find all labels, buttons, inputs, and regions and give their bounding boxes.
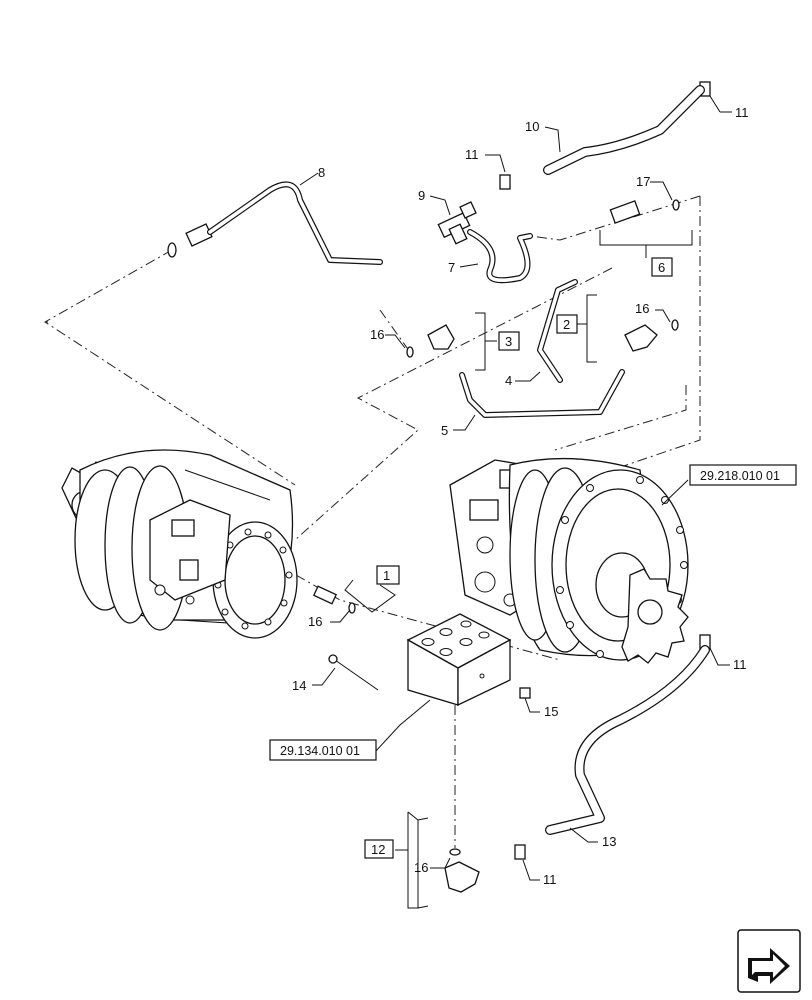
next-page-arrow-icon[interactable] [737,929,801,993]
callout-11-top: 11 [735,105,749,120]
callout-16-block: 16 [308,614,322,629]
reference-motor: 29.218.010 01 [700,469,780,483]
callout-11-right: 11 [733,657,747,672]
callout-labels: 1 2 3 4 5 6 7 8 9 10 11 11 11 11 12 13 1… [280,105,780,887]
callout-box-12 [364,839,394,859]
right-hydraulic-motor [449,457,689,664]
callout-14: 14 [292,678,306,693]
callout-16-right: 16 [635,301,649,316]
callout-11-middle: 11 [465,147,479,162]
callout-13: 13 [602,834,616,849]
callout-17: 17 [636,174,650,189]
callout-9: 9 [418,188,425,203]
callout-box-1 [376,565,400,585]
callout-5: 5 [441,423,448,438]
leader-lines [299,95,732,909]
manifold-block [406,613,512,707]
callout-11-bottom: 11 [543,872,557,887]
hoses-and-tubes [207,85,710,835]
callout-box-3 [498,331,520,351]
callout-15: 15 [544,704,558,719]
callout-16-bottom: 16 [414,860,428,875]
callout-box-6 [651,257,673,277]
callout-7: 7 [448,260,455,275]
callout-6: 6 [658,260,665,275]
callout-box-2 [556,314,578,334]
callout-8: 8 [318,165,325,180]
callout-16-left: 16 [370,327,384,342]
callout-12: 12 [371,842,385,857]
left-hydraulic-motor [61,449,298,639]
callout-10: 10 [525,119,539,134]
callout-3: 3 [505,334,512,349]
reference-block: 29.134.010 01 [280,744,360,758]
callout-1: 1 [383,568,390,583]
fittings [167,81,711,893]
callout-4: 4 [505,373,512,388]
callout-boxes [269,257,797,859]
reference-box-block [269,739,377,761]
callout-2: 2 [563,317,570,332]
reference-box-motor [689,464,797,486]
